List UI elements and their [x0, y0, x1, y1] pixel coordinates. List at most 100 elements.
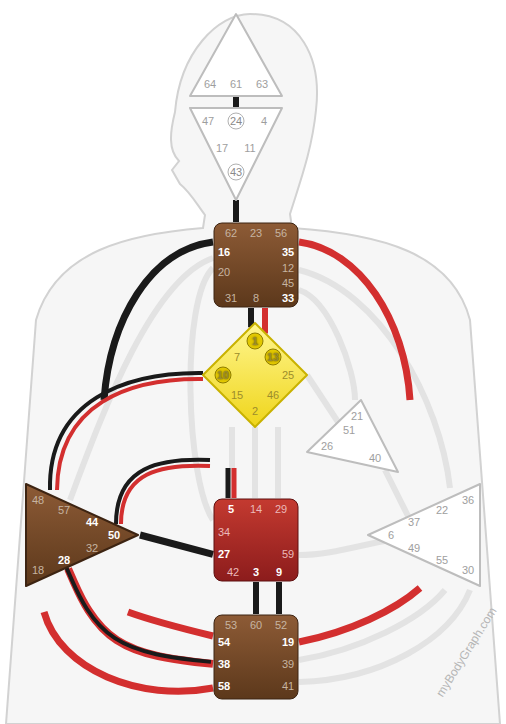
- gate-number: 19: [282, 637, 294, 648]
- gate-number: 20: [218, 267, 230, 278]
- gate-number: 60: [250, 620, 262, 631]
- gate-number: 52: [275, 620, 287, 631]
- gate-number: 59: [282, 549, 294, 560]
- gate-number: 51: [343, 425, 355, 436]
- channel-stroke: [140, 535, 213, 554]
- red-channel-line: [299, 588, 420, 642]
- black-channel-line: [233, 96, 239, 108]
- gate-number: 61: [230, 79, 242, 90]
- gate-number: 29: [275, 504, 287, 515]
- mixed-channel-line: [116, 460, 210, 524]
- gate-number: 45: [282, 278, 294, 289]
- mixed-channel-line: [50, 373, 210, 524]
- gate-number: 53: [225, 620, 237, 631]
- inactive-channel: [385, 470, 410, 520]
- gate-number: 30: [462, 565, 474, 576]
- black-channel-line: [226, 468, 231, 498]
- red-channel-line: [44, 612, 213, 691]
- gate-number: 35: [282, 247, 294, 258]
- gate-number: 24: [228, 113, 245, 130]
- gate-number: 34: [218, 527, 230, 538]
- gate-number: 23: [250, 228, 262, 239]
- inactive-channel: [275, 427, 281, 498]
- gate-number: 64: [204, 79, 216, 90]
- gate-number: 3: [253, 567, 259, 578]
- gate-number: 55: [436, 555, 448, 566]
- mixed-channel-line: [57, 379, 203, 490]
- black-channel-line: [276, 582, 282, 614]
- gate-number: 44: [86, 517, 98, 528]
- gate-number: 56: [275, 228, 287, 239]
- gate-number: 2: [252, 406, 258, 417]
- gate-number: 48: [32, 495, 44, 506]
- red-channel-line: [128, 612, 213, 636]
- gate-number: 16: [218, 247, 230, 258]
- gate-number: 6: [388, 530, 394, 541]
- channel-line: [140, 535, 213, 554]
- center-outline: [307, 400, 398, 472]
- body-silhouette: [6, 14, 500, 724]
- gate-number: 12: [282, 263, 294, 274]
- center-outline: [190, 108, 282, 200]
- gate-number: 40: [369, 453, 381, 464]
- center-outline: [214, 223, 298, 307]
- body-silhouette: [6, 14, 500, 724]
- gate-number: 27: [218, 549, 230, 560]
- gate-number: 33: [282, 293, 294, 304]
- gate-number: 32: [86, 543, 98, 554]
- red-channel-line: [299, 242, 410, 400]
- gate-number: 43: [228, 164, 245, 181]
- center-box: 3622376495530: [366, 482, 482, 588]
- gate-number: 1: [247, 333, 264, 350]
- gate-number: 8: [253, 293, 259, 304]
- gate-number: 18: [32, 565, 44, 576]
- gate-number: 21: [351, 411, 363, 422]
- center-box: 1137102515462: [203, 323, 307, 427]
- gate-number: 50: [108, 530, 120, 541]
- center-box: 514293427594239: [213, 498, 299, 582]
- gate-number: 54: [218, 637, 230, 648]
- gate-number: 62: [225, 228, 237, 239]
- channel-line: [66, 567, 213, 664]
- inactive-channel: [233, 200, 239, 222]
- center-box: 536052541938395841: [213, 614, 299, 700]
- mixed-channel-line: [50, 373, 203, 490]
- gate-number: 39: [282, 659, 294, 670]
- gate-number: 26: [321, 441, 333, 452]
- channel-stroke: [66, 567, 211, 662]
- red-channel-line: [232, 468, 237, 498]
- gate-number: 17: [216, 143, 228, 154]
- center-outline: [203, 323, 307, 427]
- inactive-channel: [299, 270, 450, 488]
- inactive-channel: [252, 427, 258, 498]
- gate-number: 7: [234, 352, 240, 363]
- center-outline: [214, 499, 298, 581]
- center-box: 622356163520124531833: [213, 222, 299, 308]
- black-channel-line: [233, 200, 239, 222]
- center-box: 646163: [190, 14, 282, 96]
- black-channel-line: [253, 582, 259, 614]
- gate-number: 47: [202, 116, 214, 127]
- gate-number: 5: [228, 504, 234, 515]
- gate-number: 15: [231, 390, 243, 401]
- gate-number: 58: [218, 681, 230, 692]
- gate-number: 42: [227, 567, 239, 578]
- center-outline: [214, 615, 298, 699]
- center-outline: [26, 484, 138, 586]
- inactive-channel: [229, 427, 235, 498]
- gate-number: 49: [408, 543, 420, 554]
- gate-number: 13: [265, 349, 282, 366]
- center-box: 48574450322818: [24, 482, 140, 588]
- gate-number: 14: [250, 504, 262, 515]
- gate-number: 38: [218, 659, 230, 670]
- inactive-channel: [70, 200, 470, 682]
- channel-line: [251, 308, 252, 327]
- inactive-channel: [190, 268, 213, 520]
- watermark: myBodyGraph.com: [433, 605, 499, 700]
- gate-number: 25: [282, 370, 294, 381]
- inactive-channel: [299, 290, 355, 400]
- gate-number: 4: [261, 116, 267, 127]
- center-box: 47244171143: [190, 108, 282, 200]
- gate-number: 36: [462, 495, 474, 506]
- center-outline: [368, 484, 480, 586]
